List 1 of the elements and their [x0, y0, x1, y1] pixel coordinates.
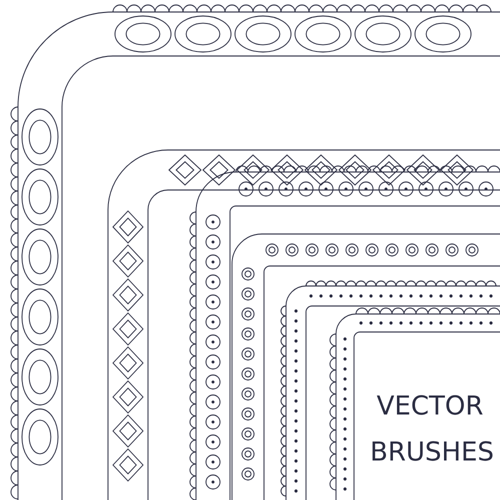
caption-text: VECTOR BRUSHES — [372, 395, 492, 461]
